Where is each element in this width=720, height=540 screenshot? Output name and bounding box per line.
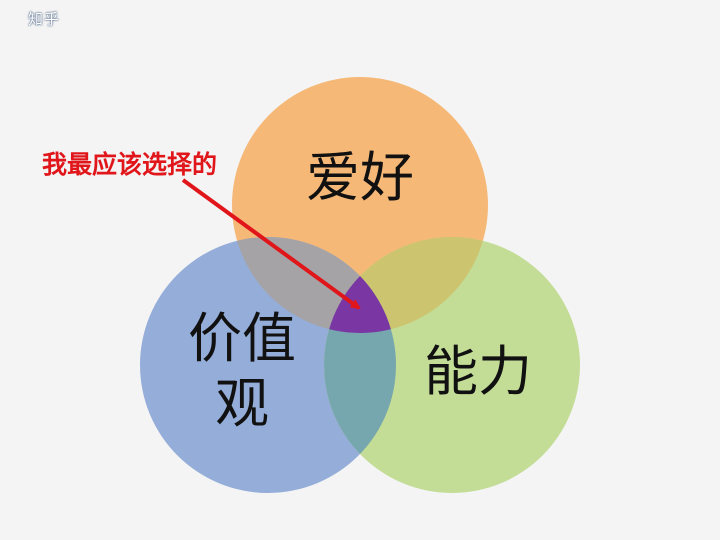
values-label-line-2: 观 — [215, 372, 269, 435]
callout-arrow — [181, 178, 361, 310]
zhihu-watermark: 知乎 — [28, 10, 61, 28]
hobby-label: 爱好 — [306, 146, 414, 209]
callout-label: 我最应该选择的 — [42, 150, 217, 179]
ability-label: 能力 — [424, 340, 532, 403]
values-label-line-1: 价值 — [188, 307, 296, 370]
hobby-ability-overlap — [324, 237, 488, 333]
hobby-values-overlap — [232, 237, 396, 333]
